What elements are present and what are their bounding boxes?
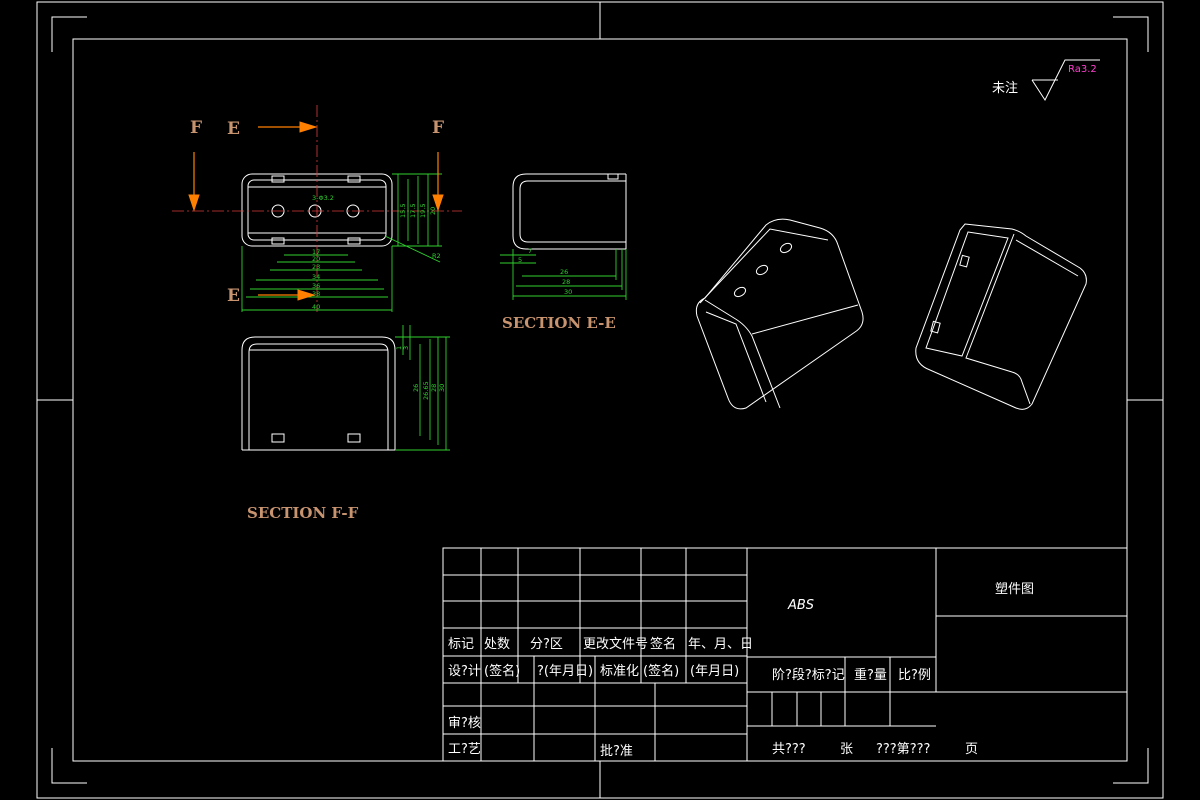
sheets-total: 共???: [772, 742, 806, 757]
scale-label: 比?例: [898, 668, 931, 683]
dim-radius: R2: [432, 252, 441, 260]
isometric-view-front: [695, 218, 864, 410]
dim-40: 40: [312, 303, 320, 311]
section-ee-view: [512, 173, 627, 250]
isometric-view-back: [915, 223, 1087, 410]
dim-ff-3: 3: [402, 346, 410, 350]
dim-ff-30: 30: [438, 384, 446, 392]
rev-header-count: 处数: [484, 637, 510, 652]
dim-17: 17: [312, 248, 320, 256]
section-ff-label: SECTION F-F: [247, 504, 359, 522]
row-standard-sign: (签名): [643, 663, 679, 679]
section-ff-view: [241, 336, 396, 451]
dim-ee-5: 5: [518, 256, 522, 264]
ee-dimensions: [500, 249, 627, 300]
dim-ee-26: 26: [560, 268, 568, 276]
front-dimensions: [241, 173, 442, 312]
inner-frame: [72, 38, 1128, 762]
dim-20: 20: [312, 255, 320, 263]
row-standard-date: (年月日): [690, 664, 739, 679]
dim-20: 20: [429, 207, 437, 215]
rev-header-docno: 更改文件号: [583, 637, 648, 652]
frame-ticks: [37, 2, 1163, 798]
title-block-grid: [442, 547, 1128, 762]
row-design-date: ?(年月日): [537, 664, 593, 679]
section-arrows: [188, 121, 444, 301]
row-standard: 标准化: [600, 664, 639, 679]
dim-ee-30: 30: [564, 288, 572, 296]
front-view: [172, 105, 462, 312]
sheet-number: ???第???: [876, 742, 930, 757]
ff-dimensions: [395, 325, 450, 451]
row-design: 设?计: [448, 664, 481, 679]
page-label: 页: [965, 742, 978, 757]
rev-header-date: 年、月、日: [688, 637, 753, 652]
material-value: ABS: [787, 598, 814, 613]
dim-ff-26-65: 26.65: [422, 381, 430, 400]
rev-header-sign: 签名: [650, 636, 676, 652]
section-mark-f-right: F: [432, 118, 444, 138]
dim-ee-7: 7: [528, 247, 532, 255]
section-mark-e-top: E: [227, 119, 240, 139]
dim-ee-28: 28: [562, 278, 570, 286]
dim-holes: 3-Φ3.2: [312, 194, 334, 202]
dim-36: 36: [312, 282, 320, 290]
dim-19-5: 19.5: [419, 204, 427, 218]
dim-38: 38: [312, 290, 320, 298]
row-design-sign: (签名): [484, 663, 520, 679]
rev-header-zone: 分?区: [530, 637, 563, 652]
dim-ff-28: 28: [430, 384, 438, 392]
roughness-value: Ra3.2: [1068, 64, 1097, 75]
dim-15-5: 15.5: [399, 204, 407, 218]
stage-mark-label: 阶?段?标?记: [772, 668, 845, 683]
sheets-unit: 张: [840, 742, 853, 757]
dim-ff-26: 26: [412, 384, 420, 392]
section-mark-f-left: F: [190, 118, 202, 138]
roughness-prefix: 未注: [992, 81, 1018, 96]
dim-ff-1: 1: [395, 346, 403, 350]
drawing-name: 塑件图: [995, 582, 1034, 597]
section-ee-label: SECTION E-E: [502, 314, 616, 332]
dim-23: 23: [312, 263, 320, 271]
row-check: 审?核: [448, 716, 481, 731]
weight-label: 重?量: [854, 667, 887, 683]
section-mark-e-bottom: E: [227, 286, 240, 306]
row-process: 工?艺: [448, 742, 481, 757]
dim-34: 34: [312, 273, 320, 281]
row-approve: 批?准: [600, 744, 633, 759]
dim-17-5: 17.5: [409, 204, 417, 218]
rev-header-mark: 标记: [448, 637, 474, 652]
